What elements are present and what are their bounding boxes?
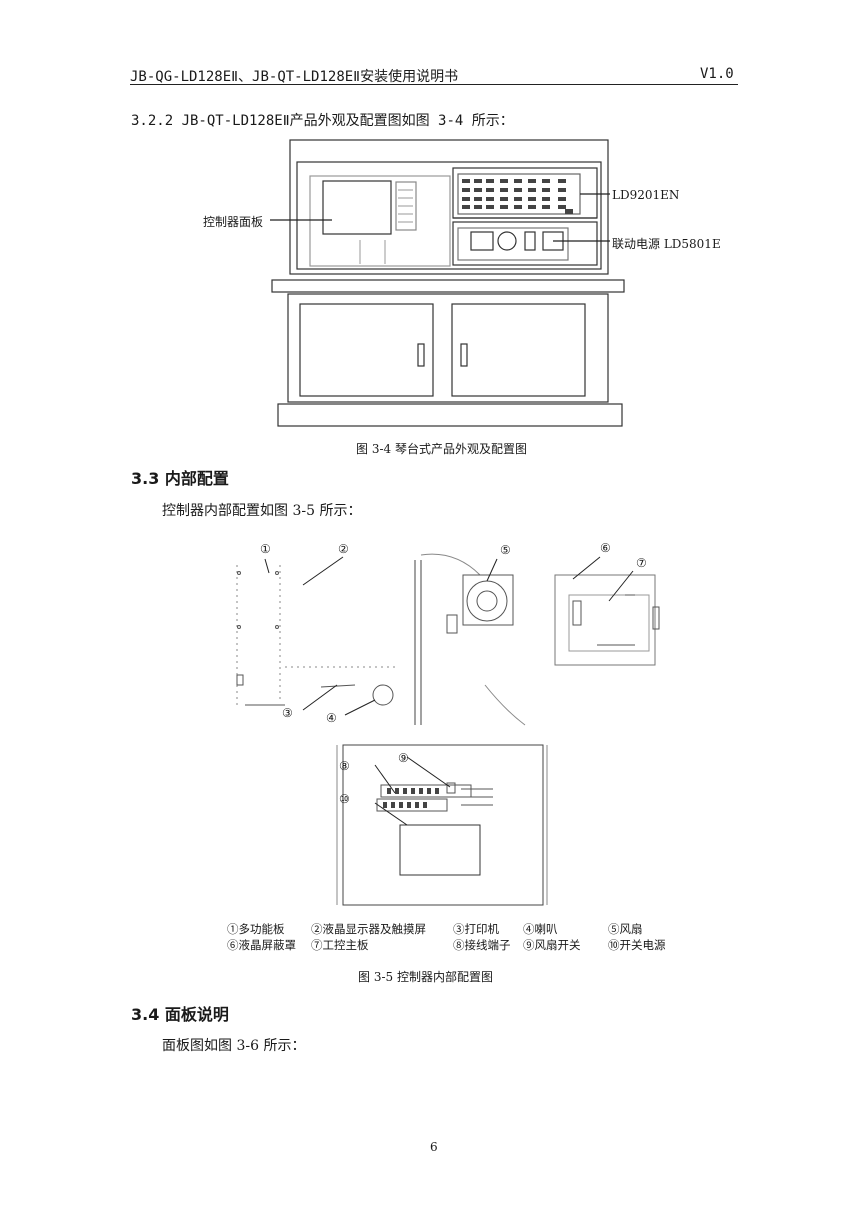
legend-7: ⑦工控主板 [311, 938, 369, 952]
figure-3-5-drawing [236, 553, 660, 906]
label-controller-panel: 控制器面板 [203, 215, 264, 229]
label-ld5801e: 联动电源 LD5801E [612, 237, 721, 251]
callout-2: ② [338, 542, 349, 556]
callout-9: ⑨ [398, 751, 409, 765]
legend-8: ⑧接线端子 [453, 938, 511, 952]
header-version: V1.0 [700, 66, 734, 82]
section-34-text: 面板图如图 3-6 所示： [162, 1038, 306, 1054]
callout-3: ③ [282, 706, 293, 720]
legend-2: ②液晶显示器及触摸屏 [311, 922, 426, 936]
page-number: 6 [430, 1140, 438, 1154]
section-322-text: 3.2.2 JB-QT-LD128EⅡ产品外观及配置图如图 3-4 所示： [131, 113, 514, 129]
caption-figure-3-5: 图 3-5 控制器内部配置图 [358, 970, 493, 984]
section-33-heading: 3.3 内部配置 [131, 469, 229, 488]
callout-10: ⑩ [339, 792, 350, 806]
legend-6: ⑥液晶屏蔽罩 [227, 938, 296, 952]
callout-7: ⑦ [636, 556, 647, 570]
section-33-text: 控制器内部配置如图 3-5 所示： [162, 503, 362, 519]
legend-9: ⑨风扇开关 [523, 938, 581, 952]
callout-6: ⑥ [600, 541, 611, 555]
legend-3: ③打印机 [453, 922, 499, 936]
callout-4: ④ [326, 711, 337, 725]
header-rule [130, 84, 738, 85]
caption-figure-3-4: 图 3-4 琴台式产品外观及配置图 [356, 442, 527, 456]
callout-5: ⑤ [500, 543, 511, 557]
callout-1: ① [260, 542, 271, 556]
legend-4: ④喇叭 [523, 922, 558, 936]
legend-10: ⑩开关电源 [608, 938, 666, 952]
figure-3-4-drawing [270, 139, 625, 427]
section-34-heading: 3.4 面板说明 [131, 1005, 229, 1024]
legend-5: ⑤风扇 [608, 922, 643, 936]
callout-8: ⑧ [339, 759, 350, 773]
label-ld9201en: LD9201EN [612, 188, 680, 202]
header-title: JB-QG-LD128EⅡ、JB-QT-LD128EⅡ安装使用说明书 [130, 69, 459, 85]
legend-1: ①多功能板 [227, 922, 285, 936]
